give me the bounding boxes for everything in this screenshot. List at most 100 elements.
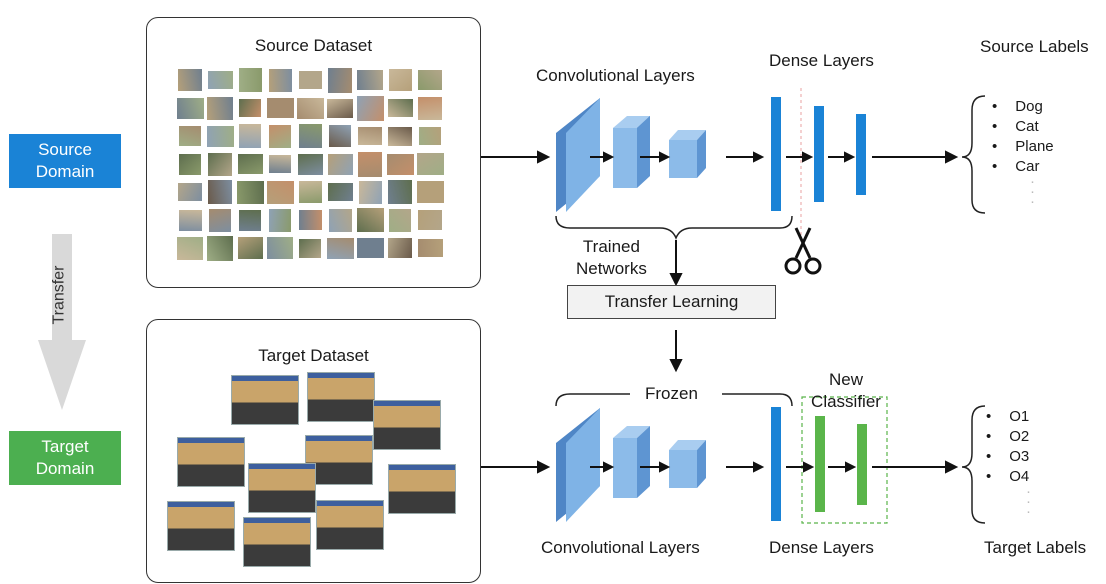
source-thumbnail (418, 210, 442, 230)
source-thumbnail (207, 96, 233, 120)
source-thumbnail (266, 180, 294, 204)
target-thumbnail (316, 500, 384, 550)
trained-networks-brace (555, 215, 793, 241)
bottom-conv-block-3 (669, 440, 706, 488)
source-thumbnail (388, 180, 412, 204)
source-thumbnail (387, 99, 413, 117)
target-thumbnail (305, 435, 373, 485)
new-classifier-label: New Classifier (811, 370, 881, 411)
source-thumbnail (356, 208, 384, 232)
source-thumbnail (239, 124, 261, 148)
top-conv-label: Convolutional Layers (536, 66, 695, 85)
frozen-label: Frozen (645, 384, 698, 403)
transfer-learning-box: Transfer Learning (567, 285, 776, 319)
source-thumbnail (208, 152, 232, 176)
top-conv-block-1 (556, 98, 600, 212)
source-thumbnail (326, 237, 354, 259)
source-thumbnail (329, 125, 351, 147)
source-domain-line2: Domain (35, 162, 95, 181)
list-item: •O1 (986, 408, 1030, 425)
target-thumbnail (177, 437, 245, 487)
source-thumbnail (388, 238, 412, 258)
source-thumbnail (236, 180, 264, 204)
source-thumbnail (178, 209, 202, 231)
list-item: •O2 (986, 428, 1030, 445)
source-thumbnail (297, 153, 323, 175)
source-thumbnail (298, 210, 322, 230)
source-thumbnail (268, 68, 292, 92)
target-thumbnail (231, 375, 299, 425)
source-domain-line1: Source (38, 140, 92, 159)
source-dataset-panel: Source Dataset (146, 17, 481, 288)
source-thumbnail (328, 67, 352, 93)
top-conv-block-2 (613, 116, 650, 188)
source-thumbnail (358, 127, 382, 145)
source-thumbnail (388, 126, 412, 146)
list-item: •Dog (992, 98, 1043, 115)
source-thumbnail (416, 153, 444, 175)
source-thumbnail (267, 237, 293, 259)
source-thumbnail (419, 127, 441, 145)
source-thumbnail (418, 96, 442, 120)
source-thumbnail (176, 97, 204, 119)
bottom-dense-1 (771, 407, 781, 521)
source-thumbnail (269, 208, 291, 232)
transfer-arrow (38, 234, 86, 410)
source-domain-box: Source Domain (9, 134, 121, 188)
source-dataset-title: Source Dataset (254, 36, 373, 55)
target-thumbnail (388, 464, 456, 514)
target-thumbnail (243, 517, 311, 567)
source-thumbnail (206, 125, 234, 147)
bottom-dense-label: Dense Layers (769, 538, 874, 557)
list-item: •Cat (992, 118, 1039, 135)
frozen-brace (555, 393, 793, 407)
source-thumbnail (298, 181, 322, 203)
source-thumbnail (356, 95, 384, 121)
trained-networks-label: Trained Networks (576, 237, 647, 278)
target-thumbnail (373, 400, 441, 450)
source-thumbnail (179, 126, 201, 146)
source-labels-title: Source Labels (980, 37, 1089, 56)
transfer-learning-label: Transfer Learning (604, 292, 739, 311)
source-thumbnail (389, 208, 411, 232)
bottom-conv-label: Convolutional Layers (541, 538, 700, 557)
bottom-dense-3 (857, 424, 867, 505)
source-thumbnail (238, 68, 262, 92)
list-ellipsis: ··· (1026, 483, 1031, 520)
source-thumbnail (237, 237, 263, 259)
scissors-icon (784, 227, 822, 275)
source-thumbnail (266, 98, 294, 118)
source-thumbnail (327, 153, 353, 175)
source-labels-list: •Dog •Cat •Plane •Car ··· (992, 97, 1054, 209)
bottom-dense-2 (815, 416, 825, 512)
target-image-collage (147, 320, 482, 584)
source-thumbnail (358, 151, 382, 177)
source-thumbnail (357, 70, 383, 90)
top-dense-3 (856, 114, 866, 195)
source-thumbnail (269, 124, 291, 148)
source-thumbnail (296, 97, 324, 119)
list-item: •O4 (986, 468, 1030, 485)
source-thumbnail (416, 181, 444, 203)
source-thumbnail (299, 238, 321, 258)
source-thumbnail (386, 153, 414, 175)
top-dense-2 (814, 106, 824, 202)
source-thumbnail (418, 70, 442, 90)
source-labels-brace (961, 95, 986, 214)
source-thumbnail (417, 239, 443, 257)
source-thumbnail (237, 154, 263, 174)
source-thumbnail (298, 71, 322, 89)
list-item: •O3 (986, 448, 1030, 465)
source-thumbnail (327, 183, 353, 201)
source-thumbnail (209, 208, 231, 232)
source-thumbnail (356, 238, 384, 258)
target-dataset-title: Target Dataset (258, 346, 369, 365)
top-dense-1 (771, 97, 781, 211)
target-domain-line1: Target (41, 437, 89, 456)
target-thumbnail (307, 372, 375, 422)
source-thumbnail (298, 124, 322, 148)
source-thumbnail (207, 235, 233, 261)
source-thumbnail (239, 209, 261, 231)
source-thumbnail (177, 236, 203, 260)
